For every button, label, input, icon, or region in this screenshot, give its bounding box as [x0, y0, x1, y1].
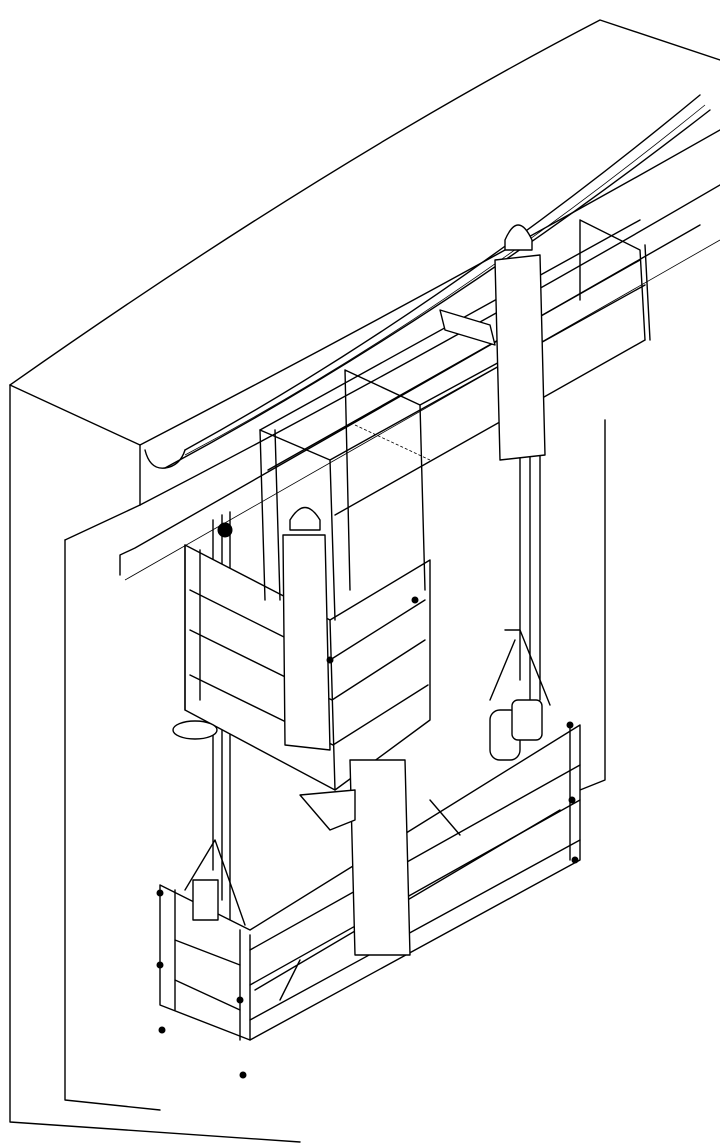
- wall: [9, 19, 720, 1143]
- upper-platform: [184, 219, 651, 791]
- hoist-units: [172, 522, 543, 921]
- mounting-bolts: [156, 596, 579, 1079]
- worker-figures: [282, 224, 546, 956]
- roof-gutter: [119, 94, 720, 581]
